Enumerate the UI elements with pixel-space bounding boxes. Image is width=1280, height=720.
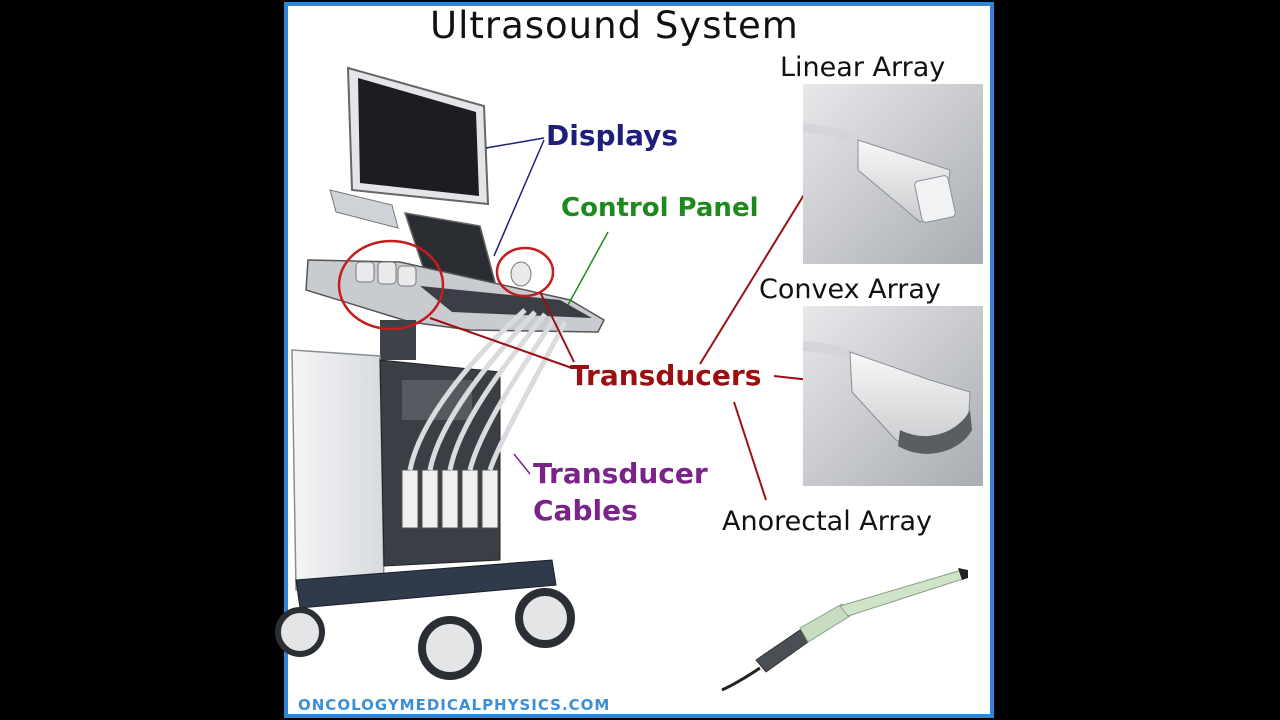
label-anorectal-array: Anorectal Array [722,506,933,537]
transducer-highlight-right [495,246,555,298]
label-displays: Displays [546,119,679,152]
convex-array-probe-image [802,306,983,486]
transducer-highlight-left [337,239,445,331]
anorectal-array-probe-image [714,534,984,694]
label-linear-array: Linear Array [780,52,946,83]
ultrasound-machine-image [275,66,605,680]
cable-sockets [401,469,499,529]
footer-website: ONCOLOGYMEDICALPHYSICS.COM [298,696,611,714]
cables-leader-line [513,453,531,475]
control-panel-leader-line [567,231,609,306]
diagram-title: Ultrasound System [430,4,799,47]
transducers-leader-lines [429,171,819,501]
label-transducer-cables-line2: Cables [533,494,638,527]
label-transducer-cables-line1: Transducer [533,457,708,490]
label-transducers: Transducers [570,359,762,392]
transducer-cables [407,308,568,471]
linear-array-probe-image [802,84,983,264]
label-control-panel: Control Panel [561,193,759,223]
label-convex-array: Convex Array [759,274,941,305]
machine-wheels [275,588,575,680]
label-transducer-cables: Transducer Cables [533,455,708,529]
displays-leader-lines [485,137,545,257]
